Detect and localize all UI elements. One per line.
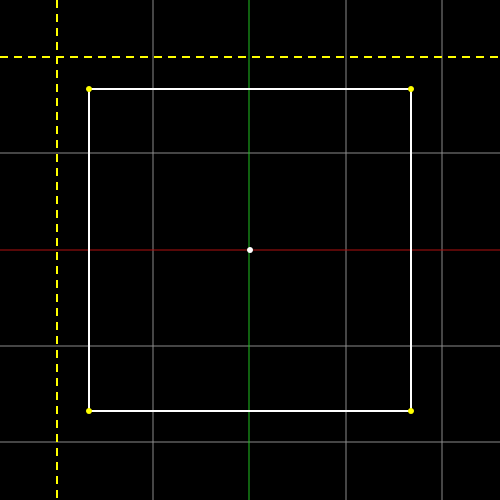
vertex-handle-icon[interactable] — [86, 408, 92, 414]
vertex-handle-icon[interactable] — [408, 408, 414, 414]
vertex-handle-icon[interactable] — [408, 86, 414, 92]
origin-point-icon[interactable] — [247, 247, 253, 253]
vertex-handle-icon[interactable] — [86, 86, 92, 92]
rectangle-shape[interactable] — [88, 88, 412, 412]
